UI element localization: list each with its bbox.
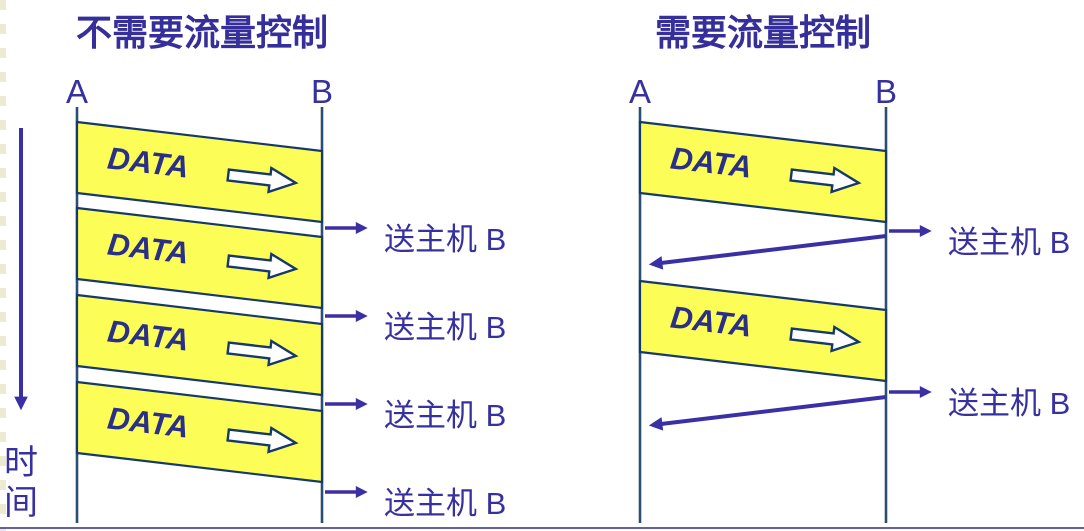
data-packet: DATA bbox=[75, 120, 324, 224]
delivery-label: 送主机 B bbox=[384, 310, 506, 345]
data-packet: DATA bbox=[75, 293, 324, 397]
right-block-arrow-icon bbox=[226, 252, 299, 280]
right-diagram-title: 需要流量控制 bbox=[655, 12, 871, 53]
data-packet-shape bbox=[75, 380, 324, 484]
data-packet-shape bbox=[75, 206, 324, 310]
data-packet-shape bbox=[638, 120, 888, 224]
delivery: 送主机 B bbox=[889, 225, 1070, 260]
delivery-label: 送主机 B bbox=[948, 386, 1070, 421]
data-packet-shape bbox=[75, 120, 324, 224]
right-diagram: 需要流量控制 A B DATA DATA 送主机 B bbox=[629, 12, 1070, 523]
delivery-label: 送主机 B bbox=[384, 486, 506, 521]
right-block-arrow-icon bbox=[226, 166, 299, 194]
right-block-arrow-icon bbox=[226, 339, 299, 367]
right-block-arrow-icon bbox=[226, 426, 299, 454]
right-block-arrow-icon bbox=[789, 166, 862, 194]
data-packet: DATA bbox=[75, 206, 324, 310]
left-diagram: 不需要流量控制 A B 时 间 DATA DATA bbox=[4, 12, 506, 523]
time-axis-label-char-1: 时 bbox=[4, 444, 38, 482]
data-packet-shape bbox=[75, 293, 324, 397]
host-a-label: A bbox=[66, 73, 88, 110]
scan-edge-artifact bbox=[0, 0, 6, 531]
delivery: 送主机 B bbox=[325, 486, 506, 521]
host-a-label: A bbox=[629, 73, 651, 110]
ack-arrow bbox=[648, 395, 887, 431]
delivery: 送主机 B bbox=[325, 398, 506, 433]
data-packet-shape bbox=[638, 279, 888, 383]
time-axis-label-char-2: 间 bbox=[4, 484, 38, 522]
left-diagram-title: 不需要流量控制 bbox=[76, 12, 328, 53]
delivery: 送主机 B bbox=[889, 386, 1070, 421]
host-b-label: B bbox=[311, 73, 333, 110]
delivery: 送主机 B bbox=[325, 222, 506, 257]
data-packet: DATA bbox=[638, 120, 888, 224]
data-packet: DATA bbox=[638, 279, 888, 383]
delivery-label: 送主机 B bbox=[384, 222, 506, 257]
delivery-label: 送主机 B bbox=[948, 225, 1070, 260]
delivery: 送主机 B bbox=[325, 310, 506, 345]
delivery-label: 送主机 B bbox=[384, 398, 506, 433]
ack-arrow bbox=[648, 234, 887, 270]
right-block-arrow-icon bbox=[789, 325, 862, 353]
data-packet: DATA bbox=[75, 380, 324, 484]
host-b-label: B bbox=[875, 73, 897, 110]
